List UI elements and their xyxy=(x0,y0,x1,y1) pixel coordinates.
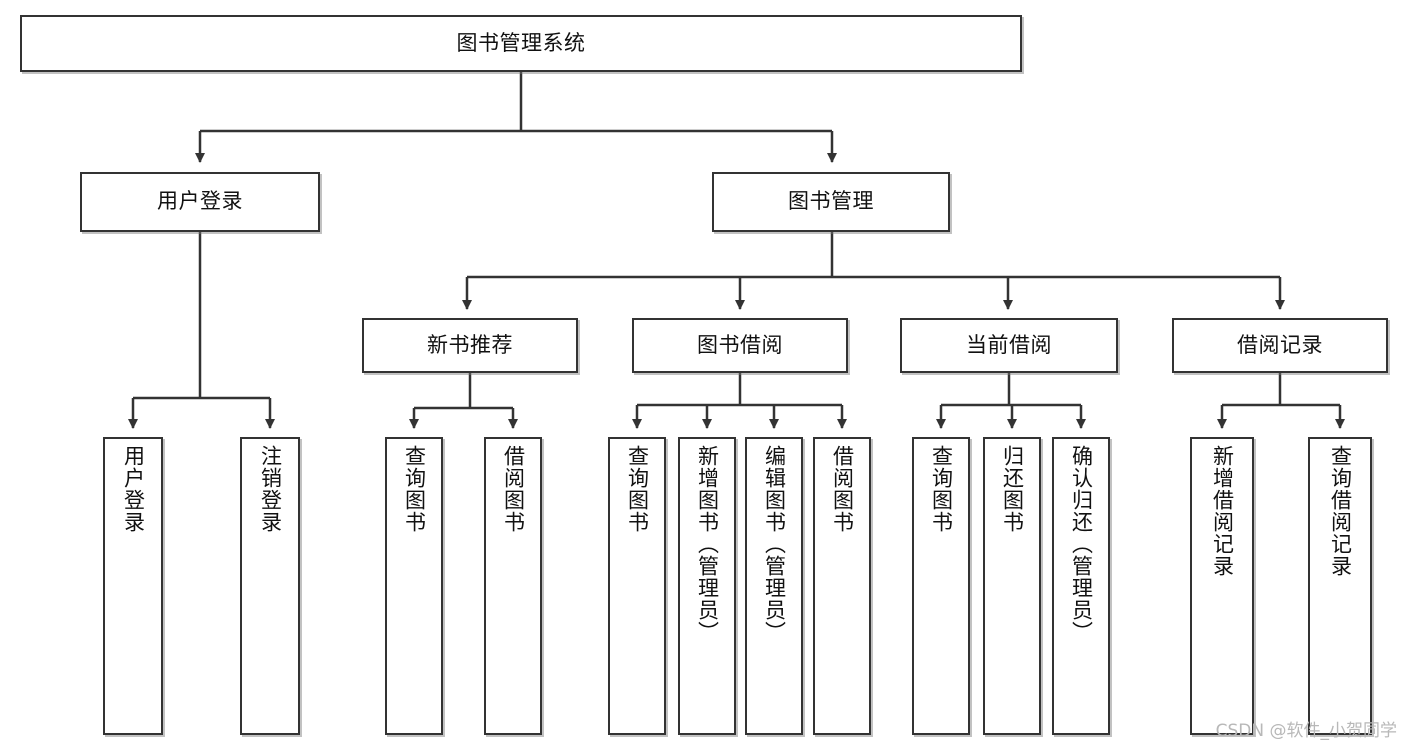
leaf-query-books-borrow-label: 查询图书 xyxy=(625,445,650,533)
leaf-query-books-borrow[interactable]: 查询图书 xyxy=(608,437,666,735)
node-book-management-label: 图书管理 xyxy=(788,189,874,214)
leaf-borrow-books-new[interactable]: 借阅图书 xyxy=(484,437,542,735)
leaf-add-borrow-record[interactable]: 新增借阅记录 xyxy=(1190,437,1254,735)
leaf-user-login[interactable]: 用户登录 xyxy=(103,437,163,735)
leaf-query-borrow-record-label: 查询借阅记录 xyxy=(1328,445,1353,577)
leaf-add-book-admin[interactable]: 新增图书（管理员） xyxy=(678,437,736,735)
node-borrowing-records-label: 借阅记录 xyxy=(1237,332,1323,357)
leaf-add-book-admin-label: 新增图书（管理员） xyxy=(695,445,720,643)
leaf-return-books[interactable]: 归还图书 xyxy=(983,437,1041,735)
leaf-query-books-current-label: 查询图书 xyxy=(929,445,954,533)
leaf-edit-book-admin[interactable]: 编辑图书（管理员） xyxy=(745,437,803,735)
leaf-confirm-return-admin[interactable]: 确认归还（管理员） xyxy=(1052,437,1110,735)
leaf-borrow-books-label: 借阅图书 xyxy=(830,445,855,533)
node-root[interactable]: 图书管理系统 xyxy=(20,15,1022,72)
leaf-query-books-new-label: 查询图书 xyxy=(402,445,427,533)
leaf-confirm-return-admin-label: 确认归还（管理员） xyxy=(1069,445,1094,643)
node-book-management[interactable]: 图书管理 xyxy=(712,172,950,232)
node-user-login-label: 用户登录 xyxy=(157,189,243,214)
node-book-borrowing[interactable]: 图书借阅 xyxy=(632,318,848,373)
leaf-user-login-label: 用户登录 xyxy=(121,445,146,533)
leaf-query-books-new[interactable]: 查询图书 xyxy=(385,437,443,735)
leaf-borrow-books-new-label: 借阅图书 xyxy=(501,445,526,533)
leaf-return-books-label: 归还图书 xyxy=(1000,445,1025,533)
node-new-book-recommendation-label: 新书推荐 xyxy=(427,332,513,357)
node-borrowing-records[interactable]: 借阅记录 xyxy=(1172,318,1388,373)
leaf-edit-book-admin-label: 编辑图书（管理员） xyxy=(762,445,787,643)
leaf-query-books-current[interactable]: 查询图书 xyxy=(912,437,970,735)
leaf-borrow-books[interactable]: 借阅图书 xyxy=(813,437,871,735)
leaf-logout[interactable]: 注销登录 xyxy=(240,437,300,735)
node-current-borrowing-label: 当前借阅 xyxy=(966,332,1052,357)
node-new-book-recommendation[interactable]: 新书推荐 xyxy=(362,318,578,373)
node-root-label: 图书管理系统 xyxy=(456,30,586,55)
node-book-borrowing-label: 图书借阅 xyxy=(697,332,783,357)
node-current-borrowing[interactable]: 当前借阅 xyxy=(900,318,1118,373)
node-user-login[interactable]: 用户登录 xyxy=(80,172,320,232)
leaf-logout-label: 注销登录 xyxy=(258,445,283,533)
leaf-query-borrow-record[interactable]: 查询借阅记录 xyxy=(1308,437,1372,735)
leaf-add-borrow-record-label: 新增借阅记录 xyxy=(1210,445,1235,577)
